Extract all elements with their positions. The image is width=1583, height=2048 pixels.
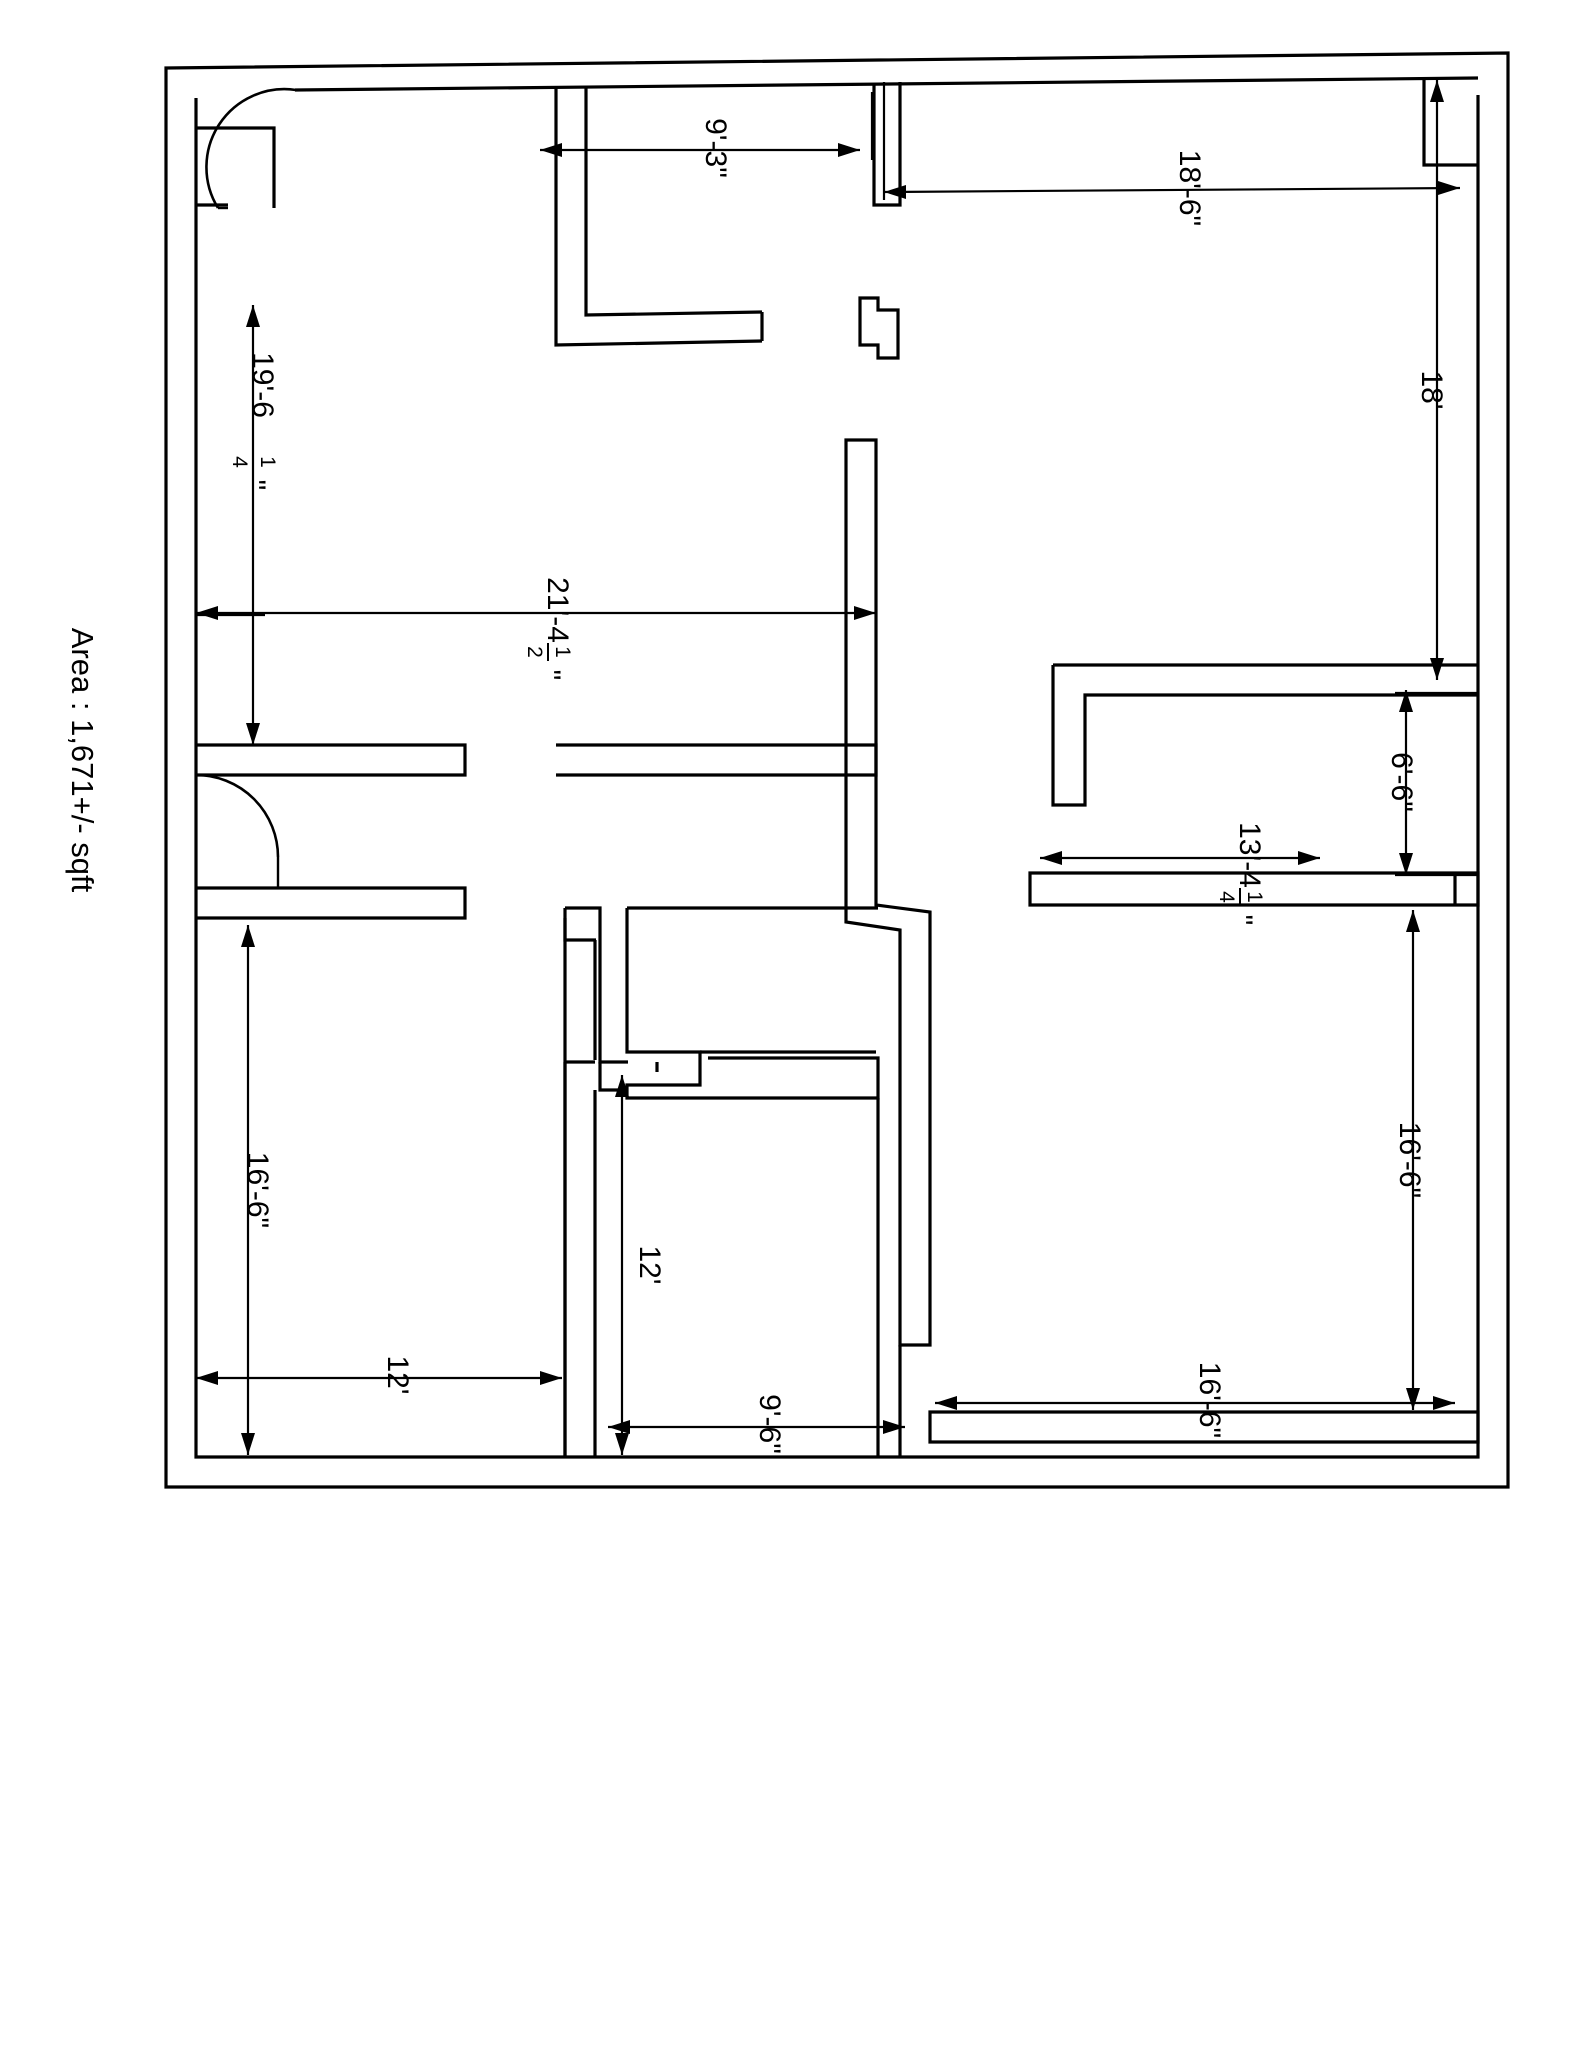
fraction-denominator: 4	[228, 456, 251, 468]
dim-21-4-half: 21'-4 1 2 "	[196, 445, 878, 680]
partition-left-center	[196, 743, 878, 777]
fraction-denominator: 4	[1215, 891, 1238, 903]
dim-label-16-6-left: 16'-6"	[241, 1152, 274, 1228]
dim-18-6: 18'-6"	[882, 82, 1461, 226]
lower-center-right-wall	[876, 1098, 902, 1457]
dim-label-19-6: 19'-6	[246, 352, 279, 418]
dim-19-6-quarter: 19'-6 1 4 "	[196, 305, 279, 745]
inch-mark: "	[238, 480, 271, 491]
dim-fraction-1-2-middle: 1 2 "	[523, 643, 574, 680]
dim-label-6-6: 6'-6"	[1385, 752, 1418, 812]
central-spine-wall	[844, 438, 932, 1347]
dim-label-12-mid: 12'	[633, 1245, 666, 1284]
dim-label-18: 18'	[1415, 370, 1448, 409]
lower-center-partition	[563, 1060, 597, 1457]
dim-fraction-1-4-left: 1 4 "	[228, 453, 279, 490]
dim-16-6-bottom: 16'-6"	[935, 1362, 1455, 1438]
dim-6-6: 6'-6"	[1385, 690, 1478, 877]
dim-9-6: 9'-6"	[608, 1394, 905, 1454]
dim-16-6-right: 16'-6"	[1393, 910, 1426, 1410]
fraction-numerator: 1	[256, 456, 279, 468]
partition-right-middle	[1028, 871, 1480, 907]
dim-12-mid: 12'	[615, 1075, 666, 1455]
dim-label-12-left: 12'	[381, 1355, 414, 1394]
dim-label-16-6-bottom: 16'-6"	[1193, 1362, 1226, 1438]
partition-bottom-right	[928, 1410, 1480, 1444]
dim-18: 18'	[1415, 80, 1448, 680]
fraction-numerator: 1	[551, 646, 574, 658]
door-top-left	[196, 87, 297, 210]
dim-label-13-4: 13'-4	[1233, 822, 1266, 888]
dim-13-4-quarter: 13'-4 1 4 "	[1040, 822, 1320, 925]
door-middle-left	[195, 773, 467, 920]
fraction-numerator: 1	[1243, 891, 1266, 903]
outer-walls	[164, 51, 1510, 1489]
dim-fraction-1-4-right: 1 4 "	[1215, 888, 1266, 925]
dim-label-16-6-right: 16'-6"	[1393, 1122, 1426, 1198]
area-note-label: Area : 1,671+/- sqft	[65, 628, 100, 893]
dim-16-6-left: 16'-6"	[241, 925, 274, 1455]
inch-mark: "	[1225, 915, 1258, 926]
dim-9-3: 9'-3"	[540, 92, 874, 178]
dim-label-21-4: 21'-4	[541, 577, 574, 643]
dim-label-9-3: 9'-3"	[699, 118, 732, 178]
interior-wall-top-center	[872, 82, 902, 207]
dim-12-left: 12'	[196, 1355, 562, 1395]
partition-left-lower	[563, 918, 597, 1457]
inch-mark: "	[533, 670, 566, 681]
dim-label-9-6: 9'-6"	[753, 1394, 786, 1454]
column-top-center	[858, 296, 900, 360]
fraction-denominator: 2	[523, 646, 546, 658]
interior-wall-top-left-room	[554, 86, 764, 347]
dim-label-18-6: 18'-6"	[1173, 150, 1206, 226]
wall-right-top-stub	[1422, 78, 1478, 167]
partition-right-upper	[1051, 663, 1478, 807]
center-room-walls	[625, 906, 880, 1100]
